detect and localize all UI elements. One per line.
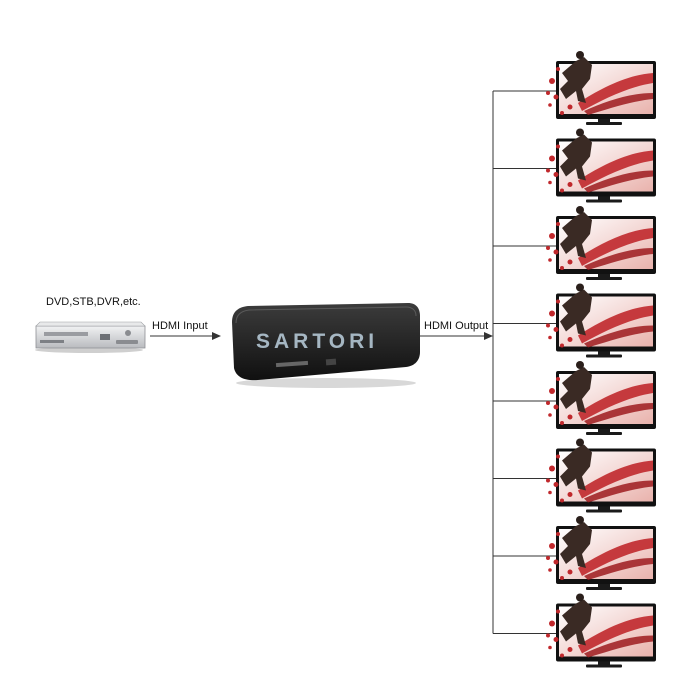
dvd-player-icon (35, 321, 146, 353)
watermark-text: SARTORI (256, 330, 379, 353)
hdmi-output-label: HDMI Output (424, 320, 489, 332)
output-tv-icon (546, 128, 656, 203)
distribution-lines (492, 90, 556, 634)
hdmi-input-label: HDMI Input (152, 320, 208, 332)
hdmi-output-arrow (420, 332, 493, 340)
output-tv-icon (546, 593, 656, 668)
output-tv-icon (546, 51, 656, 125)
output-tv-icon (546, 516, 656, 590)
output-tv-icon (546, 283, 656, 358)
hdmi-input-arrow (150, 332, 221, 340)
output-tv-icon (546, 438, 656, 513)
source-device-label: DVD,STB,DVR,etc. (46, 296, 141, 308)
output-tv-icon (546, 361, 656, 435)
output-tv-icon (546, 206, 656, 280)
hdmi-splitter-device (232, 303, 420, 388)
output-tv-group (546, 51, 656, 668)
